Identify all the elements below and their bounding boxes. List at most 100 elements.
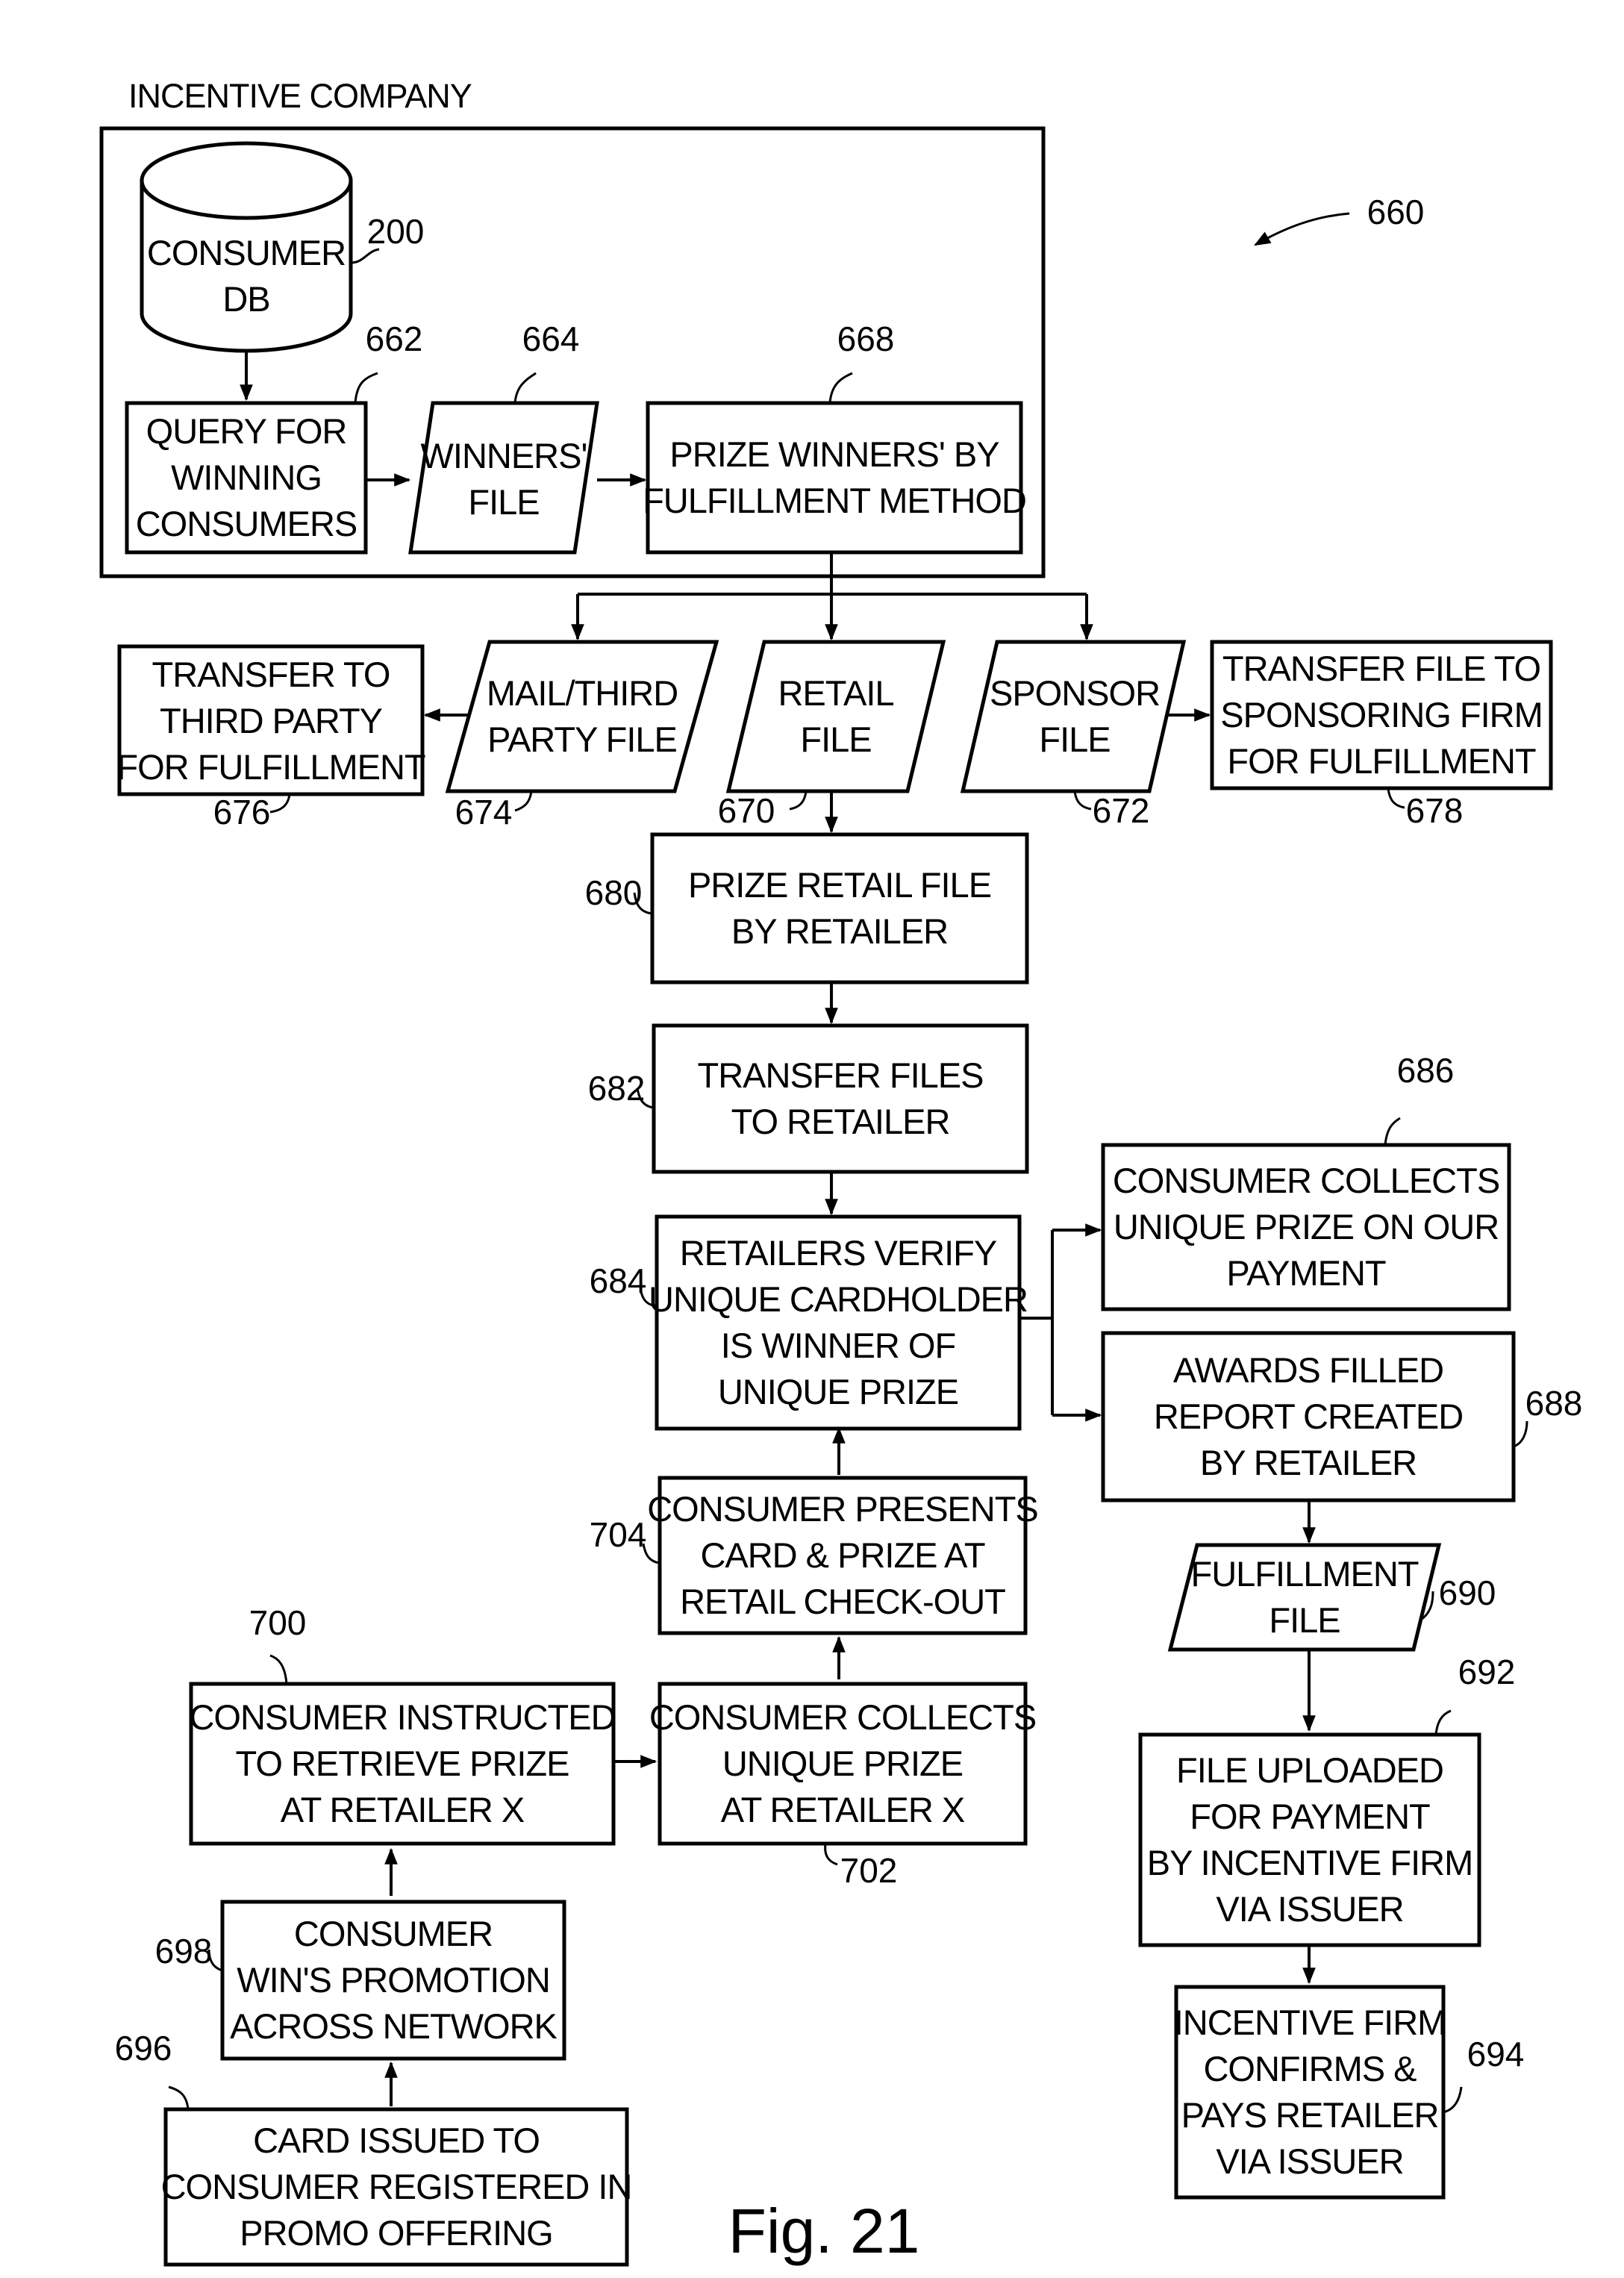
incentive-confirms-line: INCENTIVE FIRM bbox=[1174, 2003, 1446, 2042]
retail-file-line: RETAIL bbox=[778, 673, 893, 713]
consumer-db-line: CONSUMER bbox=[147, 233, 346, 272]
consumer-wins-line: WIN'S PROMOTION bbox=[237, 1960, 550, 2000]
retailers-verify-line: UNIQUE CARDHOLDER bbox=[649, 1279, 1028, 1319]
file-uploaded-line: FILE UPLOADED bbox=[1176, 1750, 1443, 1790]
query-winning-line: CONSUMERS bbox=[136, 504, 357, 543]
consumer-collects-payment-line: UNIQUE PRIZE ON OUR bbox=[1114, 1207, 1499, 1246]
ref-662: 662 bbox=[366, 319, 423, 358]
sponsor-file-line: SPONSOR bbox=[990, 673, 1160, 713]
transfer-third-line: TRANSFER TO bbox=[152, 655, 390, 694]
winners-file-line: WINNERS' bbox=[421, 436, 587, 475]
prize-winners-node: PRIZE WINNERS' BY FULFILLMENT METHOD 668 bbox=[643, 319, 1026, 552]
winners-file-node: WINNERS'FILE 664 bbox=[410, 319, 597, 552]
transfer-third-party-node: TRANSFER TO THIRD PARTY FOR FULFILLMENT 67… bbox=[116, 646, 425, 831]
transfer-sponsor-line: TRANSFER FILE TO bbox=[1222, 649, 1540, 688]
sponsor-file-node: SPONSOR FILE 672 bbox=[963, 642, 1184, 830]
consumer-wins-line: ACROSS NETWORK bbox=[230, 2006, 557, 2046]
query-winning-consumers-node: QUERY FOR WINNING CONSUMERS 662 bbox=[127, 319, 422, 552]
transfer-third-line: THIRD PARTY bbox=[160, 701, 383, 740]
transfer-third-line: FOR FULFILLMENT bbox=[116, 747, 425, 787]
card-issued-line: PROMO OFFERING bbox=[240, 2213, 552, 2253]
file-uploaded-line: BY INCENTIVE FIRM bbox=[1147, 1843, 1473, 1882]
incentive-company-label: INCENTIVE COMPANY bbox=[128, 77, 472, 115]
transfer-sponsor-line: SPONSORING FIRM bbox=[1220, 695, 1543, 734]
fulfillment-file-node: FULFILLMENTFILE 690 bbox=[1170, 1545, 1496, 1650]
ref-682: 682 bbox=[588, 1069, 646, 1108]
consumer-collects-payment-line: PAYMENT bbox=[1226, 1253, 1386, 1293]
incentive-confirms-line: VIA ISSUER bbox=[1216, 2141, 1403, 2181]
consumer-presents-label: CONSUMER PRESENTS CARD & PRIZE AT RETAIL C… bbox=[647, 1489, 1038, 1621]
fulfillment-file-line: FULFILLMENT bbox=[1191, 1554, 1419, 1594]
awards-report-line: AWARDS FILLED bbox=[1173, 1350, 1443, 1390]
consumer-instructed-line: TO RETRIEVE PRIZE bbox=[236, 1744, 569, 1783]
retail-file-line: FILE bbox=[800, 720, 871, 759]
mail-third-file-line: PARTY FILE bbox=[487, 720, 677, 759]
ref-688: 688 bbox=[1525, 1384, 1583, 1423]
ref-698: 698 bbox=[155, 1932, 213, 1970]
ref-696: 696 bbox=[115, 2029, 172, 2068]
winners-file-line: FILE bbox=[468, 482, 539, 522]
ref-200: 200 bbox=[367, 212, 425, 251]
card-issued-line: CARD ISSUED TO bbox=[253, 2121, 540, 2160]
transfer-retailer-line: TO RETAILER bbox=[731, 1102, 950, 1141]
retailers-verify-line: IS WINNER OF bbox=[721, 1326, 955, 1365]
transfer-third-label: TRANSFER TO THIRD PARTY FOR FULFILLMENT bbox=[116, 655, 425, 787]
transfer-files-retailer-node: TRANSFER FILES TO RETAILER 682 bbox=[588, 1026, 1027, 1172]
ref-694: 694 bbox=[1467, 2035, 1525, 2073]
consumer-db-line: DB bbox=[222, 279, 269, 319]
file-uploaded-line: VIA ISSUER bbox=[1216, 1889, 1403, 1929]
consumer-collects-payment-line: CONSUMER COLLECTS bbox=[1113, 1161, 1499, 1200]
figure-ref-label: 660 bbox=[1367, 193, 1425, 231]
retailers-verify-line: RETAILERS VERIFY bbox=[680, 1233, 997, 1273]
query-winning-line: QUERY FOR bbox=[146, 411, 347, 451]
incentive-confirms-line: PAYS RETAILER bbox=[1181, 2095, 1439, 2135]
ref-670: 670 bbox=[718, 791, 775, 830]
consumer-presents-node: CONSUMER PRESENTS CARD & PRIZE AT RETAIL C… bbox=[590, 1478, 1038, 1633]
card-issued-line: CONSUMER REGISTERED IN bbox=[161, 2167, 632, 2206]
figure-caption: Fig. 21 bbox=[728, 2196, 920, 2266]
ref-700: 700 bbox=[249, 1603, 307, 1642]
incentive-confirms-line: CONFIRMS & bbox=[1203, 2049, 1417, 2088]
consumer-presents-line: CARD & PRIZE AT bbox=[700, 1535, 984, 1575]
ref-672: 672 bbox=[1093, 791, 1150, 830]
retailers-verify-line: UNIQUE PRIZE bbox=[718, 1372, 958, 1411]
consumer-collects-payment-node: CONSUMER COLLECTS UNIQUE PRIZE ON OUR PAYM… bbox=[1103, 1051, 1509, 1309]
awards-report-node: AWARDS FILLEDREPORT CREATEDBY RETAILER 6… bbox=[1103, 1333, 1582, 1500]
consumer-collects-retailer-node: CONSUMER COLLECTSUNIQUE PRIZEAT RETAILER… bbox=[649, 1684, 1036, 1890]
ref-692: 692 bbox=[1458, 1653, 1516, 1691]
consumer-presents-line: CONSUMER PRESENTS bbox=[647, 1489, 1038, 1529]
mail-third-file-line: MAIL/THIRD bbox=[487, 673, 678, 713]
prize-winners-line: PRIZE WINNERS' BY bbox=[669, 434, 999, 474]
ref-686: 686 bbox=[1397, 1051, 1455, 1090]
ref-678: 678 bbox=[1406, 791, 1464, 830]
awards-report-line: REPORT CREATED bbox=[1154, 1397, 1463, 1436]
consumer-collects-x-line: AT RETAILER X bbox=[721, 1790, 965, 1829]
ref-690: 690 bbox=[1439, 1573, 1496, 1612]
ref-674: 674 bbox=[455, 793, 513, 831]
retailers-verify-node: RETAILERS VERIFY UNIQUE CARDHOLDER IS WINN… bbox=[590, 1217, 1028, 1429]
query-winning-line: WINNING bbox=[171, 458, 322, 497]
transfer-sponsor-label: TRANSFER FILE TO SPONSORING FIRM FOR FULFI… bbox=[1220, 649, 1543, 781]
mail-third-party-file-node: MAIL/THIRD PARTY FILE 674 bbox=[448, 642, 716, 831]
file-uploaded-node: FILE UPLOADED FOR PAYMENT BY INCENTIVE FIR… bbox=[1140, 1653, 1515, 1945]
prize-retail-file-node: PRIZE RETAIL FILEBY RETAILER 680 bbox=[585, 834, 1027, 982]
consumer-wins-line: CONSUMER bbox=[294, 1914, 493, 1953]
transfer-retailer-line: TRANSFER FILES bbox=[698, 1055, 984, 1095]
consumer-collects-x-line: CONSUMER COLLECTS bbox=[649, 1697, 1036, 1737]
ref-676: 676 bbox=[213, 793, 271, 831]
sponsor-file-line: FILE bbox=[1039, 720, 1110, 759]
ref-702: 702 bbox=[840, 1851, 898, 1890]
consumer-presents-line: RETAIL CHECK-OUT bbox=[680, 1582, 1005, 1621]
prize-winners-line: FULFILLMENT METHOD bbox=[643, 481, 1026, 520]
consumer-wins-node: CONSUMER WIN'S PROMOTION ACROSS NETWORK 69… bbox=[155, 1902, 564, 2059]
ref-704: 704 bbox=[590, 1515, 647, 1554]
file-uploaded-line: FOR PAYMENT bbox=[1190, 1797, 1430, 1836]
ref-680: 680 bbox=[585, 873, 643, 912]
card-issued-node: CARD ISSUED TO CONSUMER REGISTERED IN PROM… bbox=[115, 2029, 632, 2265]
ref-668: 668 bbox=[837, 319, 895, 358]
incentive-confirms-node: INCENTIVE FIRM CONFIRMS & PAYS RETAILER VIA… bbox=[1174, 1987, 1525, 2197]
transfer-sponsor-line: FOR FULFILLMENT bbox=[1227, 741, 1536, 781]
transfer-sponsor-node: TRANSFER FILE TO SPONSORING FIRM FOR FULFI… bbox=[1212, 642, 1551, 830]
consumer-instructed-line: AT RETAILER X bbox=[281, 1790, 525, 1829]
